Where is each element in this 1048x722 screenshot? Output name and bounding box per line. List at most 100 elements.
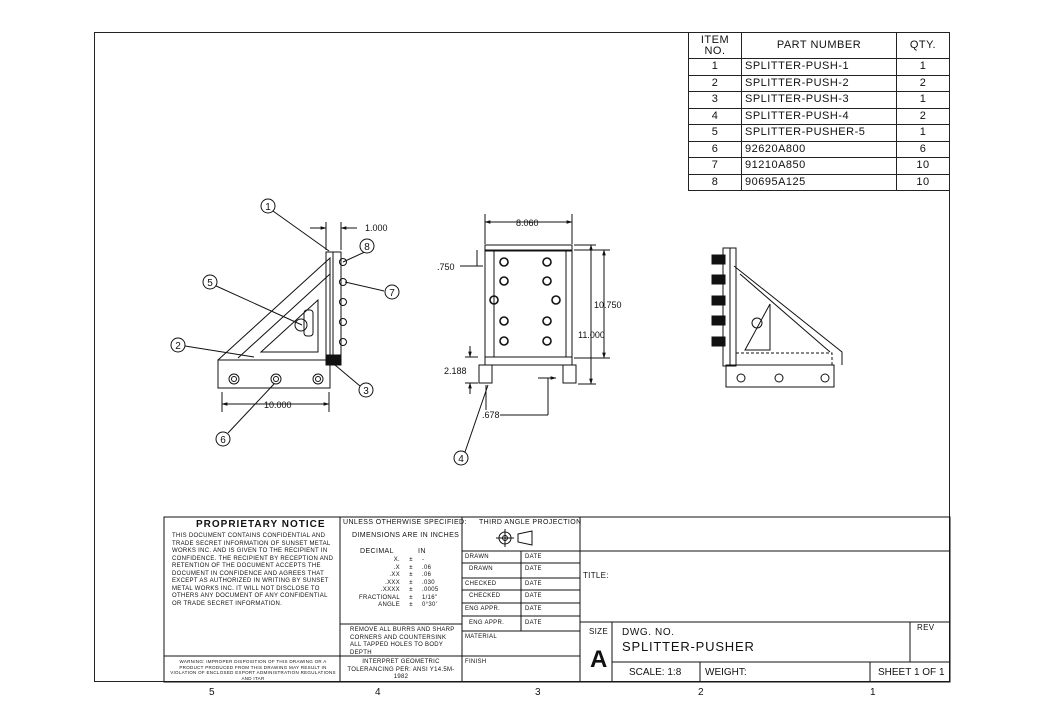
material-label: MATERIAL [465, 634, 497, 640]
dwg-no-value: SPLITTER-PUSHER [622, 639, 755, 654]
bom-part: 90695A125 [741, 173, 897, 191]
dim-6: 11.000 [578, 330, 605, 340]
role-label: CHECKED [465, 581, 497, 587]
zone-label: 1 [870, 687, 876, 698]
role-label: CHECKED [469, 593, 501, 599]
iso-base-holes [736, 373, 830, 383]
zone-label: 2 [698, 687, 704, 698]
notice-line: EXCEPT AS AUTHORIZED IN WRITING BY SUNSE… [172, 578, 329, 584]
tol-key: .X [393, 564, 400, 571]
tol-value: .030 [422, 579, 435, 586]
front-left-foot [478, 364, 493, 384]
date-label: DATE [525, 566, 542, 572]
notice-line: METAL WORKS INC. IT WILL NOT DISCLOSE TO [172, 585, 320, 592]
iso-bolts [711, 254, 726, 347]
projection-symbol [496, 529, 533, 547]
tol-key: ANGLE [378, 602, 400, 608]
burrs-note: REMOVE ALL BURRS AND SHARP CORNERS AND C… [350, 627, 455, 656]
tolerance-table: X.±- .X±.06 .XX±.06 .XXX±.030 .XXXX±.000… [350, 557, 460, 610]
weight-label: WEIGHT: [705, 667, 747, 678]
dim-7: 2.188 [444, 366, 467, 376]
notice-line: OTHERS ANY DOCUMENT OF ANY CONFIDENTIAL [172, 593, 328, 599]
rev-label: REV [917, 623, 935, 632]
tol-in-header: IN [418, 548, 426, 555]
left-base-plate [217, 359, 331, 389]
interpret-note: INTERPRET GEOMETRIC TOLERANCING PER: ANS… [347, 659, 455, 680]
dim-4: .750 [437, 262, 455, 272]
balloon-7: 7 [389, 288, 395, 299]
iso-gusset [733, 265, 843, 365]
left-gusset-inner [237, 273, 331, 359]
tol-pm: ± [409, 587, 413, 593]
tol-key: X. [393, 557, 400, 563]
left-foot-block [325, 354, 342, 366]
front-bolt-holes [489, 257, 561, 346]
bom-header-qty: QTY. [896, 32, 950, 59]
role-label: ENG APPR. [465, 606, 501, 612]
bom-header-part: PART NUMBER [741, 32, 897, 59]
tol-value: .06 [422, 564, 432, 571]
tol-key: .XXXX [380, 587, 400, 593]
tol-key: FRACTIONAL [358, 594, 400, 601]
finish-label: FINISH [465, 659, 487, 665]
zone-label: 5 [209, 687, 215, 698]
iso-view [711, 247, 843, 388]
tol-value: .0005 [422, 587, 439, 593]
size-label: SIZE [589, 627, 608, 636]
dwg-no-label: DWG. NO. [622, 627, 675, 638]
notice-body: THIS DOCUMENT CONTAINS CONFIDENTIAL AND … [172, 533, 337, 608]
notice-line: WORKS INC. AND IS GIVEN TO THE RECIPIENT… [172, 548, 328, 554]
dim-8: .678 [482, 410, 500, 420]
export-warning: WARNING: IMPROPER DISPOSITION OF THIS DR… [170, 659, 336, 681]
notice-line: CONFIDENCE. THE RECIPIENT BY RECEPTION A… [172, 555, 334, 562]
left-slot-outline [259, 298, 319, 353]
tol-value: 0°30' [422, 602, 438, 608]
front-bottom-bar [484, 356, 573, 366]
dim-5: 10.750 [594, 300, 622, 310]
tol-key: .XX [389, 572, 400, 578]
dim-3: 8.060 [516, 218, 539, 228]
left-slot [303, 309, 314, 337]
front-top-lip [484, 244, 573, 252]
tol-pm: ± [409, 594, 413, 601]
bom-part: SPLITTER-PUSHER-5 [741, 124, 897, 142]
tol-pm: ± [409, 602, 413, 608]
zone-label: 4 [375, 687, 381, 698]
projection-label: THIRD ANGLE PROJECTION [479, 519, 582, 526]
date-label: DATE [525, 581, 542, 587]
date-label: DATE [525, 606, 542, 612]
tol-key: .XXX [385, 579, 400, 586]
balloon-5: 5 [207, 278, 213, 289]
balloon-3: 3 [363, 386, 369, 397]
role-label: DRAWN [469, 566, 493, 572]
left-gusset-outline [217, 256, 331, 361]
notice-line: TRADE SECRET INFORMATION OF SUNSET METAL [172, 540, 331, 547]
role-label: ENG APPR. [469, 620, 505, 626]
tol-pm: ± [409, 557, 413, 563]
unless-specified: UNLESS OTHERWISE SPECIFIED: [343, 519, 467, 526]
tol-value: .06 [422, 572, 432, 578]
balloon-2: 2 [175, 341, 181, 352]
title-label: TITLE: [583, 571, 609, 580]
dim-1: 1.000 [365, 223, 388, 233]
front-right-foot [562, 364, 577, 384]
notice-line: OR TRADE SECRET INFORMATION. [172, 600, 283, 607]
bom-item: 8 [688, 173, 742, 191]
bom-qty: 10 [896, 173, 950, 191]
notice-line: THIS DOCUMENT CONTAINS CONFIDENTIAL AND [172, 533, 326, 539]
iso-slot-outline [744, 303, 771, 351]
sheet-label: SHEET 1 OF 1 [878, 667, 945, 678]
date-label: DATE [525, 620, 542, 626]
balloon-6: 6 [220, 435, 226, 446]
bom-header-item: ITEM NO. [688, 32, 742, 59]
dimensions-in-inches: DIMENSIONS ARE IN INCHES [352, 532, 460, 539]
size-value: A [590, 646, 608, 673]
zone-label: 3 [535, 687, 541, 698]
